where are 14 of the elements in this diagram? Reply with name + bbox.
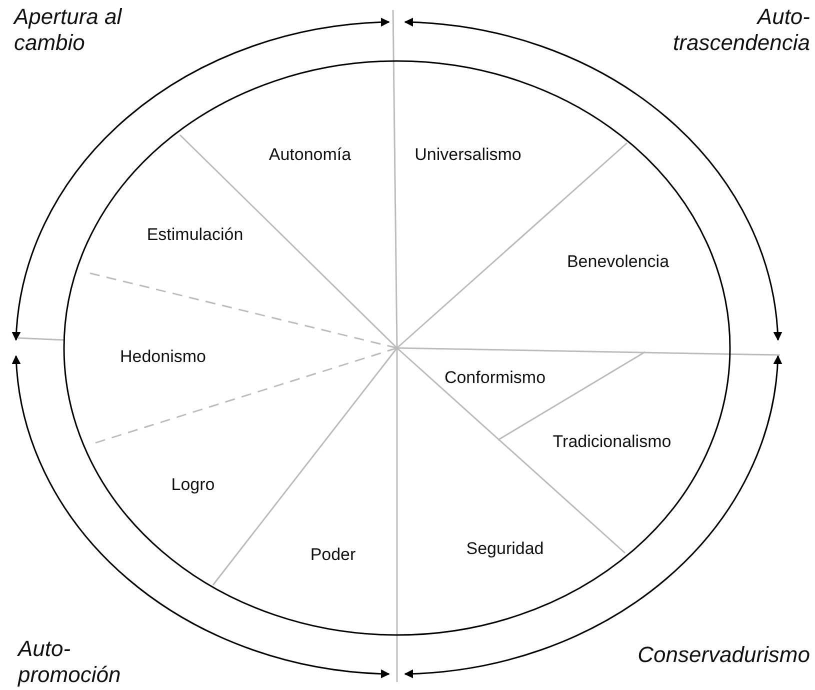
value-label: Hedonismo xyxy=(120,347,206,367)
value-label: Tradicionalismo xyxy=(552,432,672,452)
dimension-label: Auto- trascendencia xyxy=(672,4,810,56)
value-label: Autonomía xyxy=(268,145,352,165)
value-label: Logro xyxy=(171,475,215,495)
value-label: Conformismo xyxy=(444,368,546,388)
dimension-label: Auto- promoción xyxy=(18,636,122,688)
dimension-label: Conservadurismo xyxy=(636,642,810,668)
value-label: Universalismo xyxy=(414,145,522,165)
dimension-label: Apertura al cambio xyxy=(14,4,124,56)
value-label: Estimulación xyxy=(146,225,244,245)
value-label: Poder xyxy=(310,545,356,565)
value-label: Benevolencia xyxy=(566,252,670,272)
value-label: Seguridad xyxy=(466,539,544,559)
